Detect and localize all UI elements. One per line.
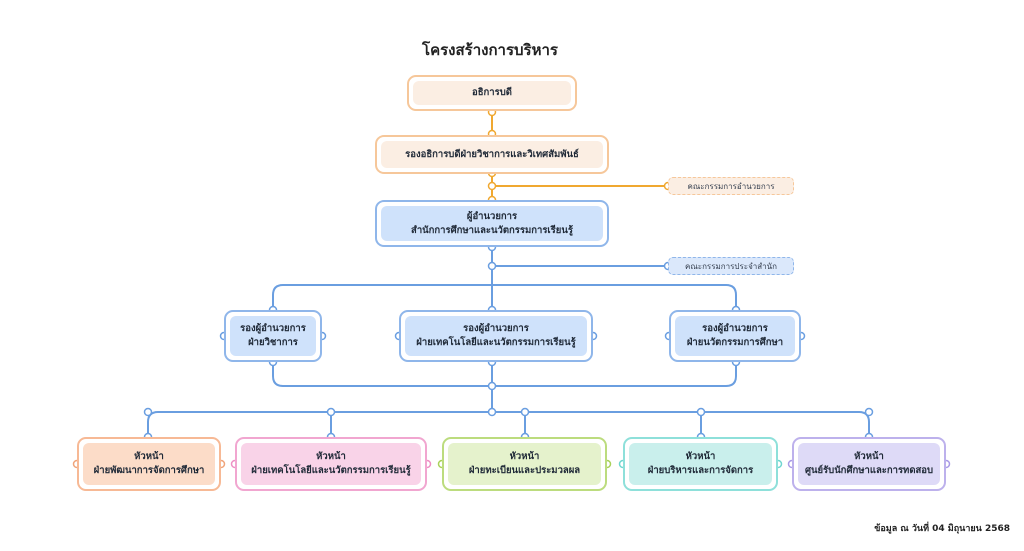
node-head-registration[interactable]: หัวหน้า ฝ่ายทะเบียนและประมวลผล: [442, 437, 607, 491]
connector-deputy-bus-bottom: [272, 361, 737, 387]
node-label-line-2: ฝ่ายวิชาการ: [248, 337, 298, 348]
port: [487, 261, 497, 271]
node-label-line-2: ฝ่ายพัฒนาการจัดการศึกษา: [93, 465, 205, 476]
port: [696, 407, 706, 417]
node-label: อธิการบดี: [472, 87, 512, 98]
node-label-line-1: หัวหน้า: [134, 451, 164, 462]
node-label-line-2: ฝ่ายเทคโนโลยีและนวัตกรรมการเรียนรู้: [251, 465, 411, 476]
node-label-line-1: รองผู้อำนวยการ: [240, 323, 306, 334]
node-label-line-1: รองผู้อำนวยการ: [702, 323, 768, 334]
node-deputy-innovation[interactable]: รองผู้อำนวยการ ฝ่ายนวัตกรรมการศึกษา: [669, 310, 801, 362]
connector-deputy-bus-top: [272, 284, 737, 311]
node-label: รองอธิการบดีฝ่ายวิชาการและวิเทศสัมพันธ์: [405, 148, 579, 160]
node-deputy-academic[interactable]: รองผู้อำนวยการ ฝ่ายวิชาการ: [224, 310, 322, 362]
port: [520, 407, 530, 417]
node-head-development[interactable]: หัวหน้า ฝ่ายพัฒนาการจัดการศึกษา: [77, 437, 221, 491]
node-label-line-1: รองผู้อำนวยการ: [463, 323, 529, 334]
executive-committee-note[interactable]: คณะกรรมการอำนวยการ: [668, 177, 794, 195]
node-label-line-1: หัวหน้า: [316, 451, 346, 462]
node-head-tech[interactable]: หัวหน้า ฝ่ายเทคโนโลยีและนวัตกรรมการเรียน…: [235, 437, 427, 491]
port: [487, 381, 497, 391]
port: [487, 407, 497, 417]
node-label-line-1: ผู้อำนวยการ: [466, 210, 518, 222]
page-title: โครงสร้างการบริหาร: [422, 41, 558, 59]
node-head-testing[interactable]: หัวหน้า ศูนย์รับนักศึกษาและการทดสอบ: [792, 437, 946, 491]
port: [864, 407, 874, 417]
office-committee-note[interactable]: คณะกรรมการประจำสำนัก: [668, 257, 794, 275]
port: [143, 407, 153, 417]
node-label-line-1: หัวหน้า: [509, 451, 540, 462]
node-label-line-2: ฝ่ายนวัตกรรมการศึกษา: [686, 337, 784, 348]
node-label-line-2: ฝ่ายทะเบียนและประมวลผล: [468, 465, 581, 476]
data-date-footer: ข้อมูล ณ วันที่ 04 มิถุนายน 2568: [874, 524, 1010, 534]
connector-head-bus: [147, 411, 870, 438]
node-label-line-2: ฝ่ายบริหารและการจัดการ: [647, 465, 754, 476]
port: [487, 181, 497, 191]
port: [326, 407, 336, 417]
node-deputy-tech[interactable]: รองผู้อำนวยการ ฝ่ายเทคโนโลยีและนวัตกรรมก…: [399, 310, 593, 362]
node-label-line-1: หัวหน้า: [854, 451, 884, 462]
node-label-line-2: ศูนย์รับนักศึกษาและการทดสอบ: [804, 465, 934, 476]
node-head-admin[interactable]: หัวหน้า ฝ่ายบริหารและการจัดการ: [623, 437, 778, 491]
node-label-line-2: ฝ่ายเทคโนโลยีและนวัตกรรมการเรียนรู้: [416, 337, 576, 348]
node-label-line-2: สำนักการศึกษาและนวัตกรรมการเรียนรู้: [411, 224, 573, 236]
node-vice-president[interactable]: รองอธิการบดีฝ่ายวิชาการและวิเทศสัมพันธ์: [375, 135, 609, 174]
node-director[interactable]: ผู้อำนวยการ สำนักการศึกษาและนวัตกรรมการเ…: [375, 200, 609, 247]
node-president[interactable]: อธิการบดี: [407, 75, 577, 111]
node-label-line-1: หัวหน้า: [685, 451, 716, 462]
